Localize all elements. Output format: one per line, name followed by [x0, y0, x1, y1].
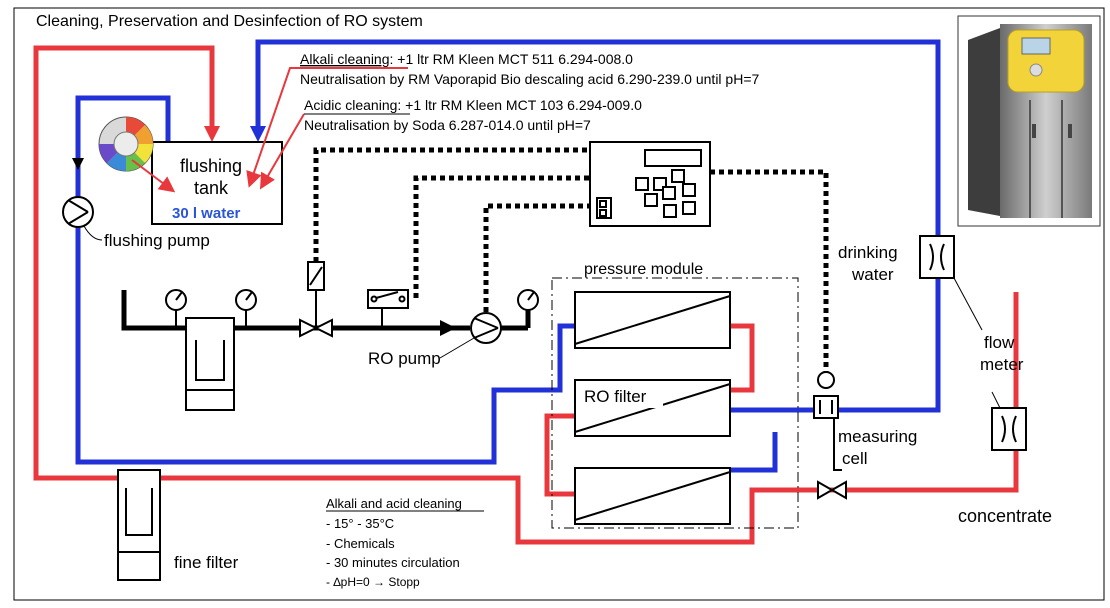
drinking-water-label-2: water — [851, 265, 894, 284]
feed-arrow — [440, 320, 456, 336]
acidic-neutralisation: Neutralisation by Soda 6.287-014.0 until… — [304, 117, 591, 133]
fine-filter-label: fine filter — [174, 553, 239, 572]
diagram-title: Cleaning, Preservation and Desinfection … — [36, 13, 423, 30]
flushing-tank-label-2: tank — [194, 178, 229, 198]
alkali-note: Alkali cleaning: +1 ltr RM Kleen MCT 511… — [300, 51, 633, 67]
cleaning-item: - 30 minutes circulation — [326, 555, 460, 570]
ro-pump-leader — [440, 338, 474, 358]
measuring-cell — [814, 372, 842, 470]
ro-filter-label: RO filter — [584, 387, 647, 406]
measuring-cell-label-2: cell — [842, 449, 868, 468]
drinking-water-label-1: drinking — [838, 243, 898, 262]
pressure-switch — [368, 290, 408, 328]
alkali-chemical: : +1 ltr RM Kleen MCT 511 6.294-008.0 — [390, 51, 634, 67]
concentrate-label: concentrate — [958, 506, 1052, 526]
acidic-heading: Acidic cleaning — [304, 97, 397, 113]
pressure-module-label: pressure module — [584, 261, 703, 278]
flow-meter-drinking — [920, 236, 954, 278]
red-link-upper — [730, 326, 752, 390]
cleaning-item: - ∆pH=0 → Stopp — [326, 575, 420, 589]
flow-meter-label-1: flow — [984, 333, 1015, 352]
alkali-heading: Alkali cleaning — [300, 51, 390, 67]
ph-indicator-strips-icon — [99, 117, 153, 171]
water-volume-label: 30 l water — [172, 205, 241, 222]
flushing-pump-leader — [84, 226, 102, 240]
controller-unit — [590, 142, 710, 226]
blue-arrow-into-tank — [250, 126, 266, 142]
flushing-pump-icon — [63, 197, 93, 227]
ro-pump-icon — [471, 313, 501, 343]
red-link-lower — [547, 416, 575, 494]
solenoid-valve — [300, 262, 332, 336]
concentrate-valve — [818, 482, 846, 498]
blue-link-lower — [730, 432, 775, 470]
red-arrow-into-tank — [204, 126, 220, 142]
flow-arrow-down — [72, 158, 84, 170]
flushing-tank-label-1: flushing — [180, 156, 242, 176]
cleaning-info-box: Alkali and acid cleaning - 15° - 35°C - … — [326, 496, 484, 589]
acidic-chemical: : +1 ltr RM Kleen MCT 103 6.294-009.0 — [397, 97, 642, 113]
acidic-note: Acidic cleaning: +1 ltr RM Kleen MCT 103… — [304, 97, 642, 113]
flow-meter-label-2: meter — [980, 355, 1024, 374]
alkali-neutralisation: Neutralisation by RM Vaporapid Bio desca… — [300, 71, 760, 87]
flow-meter-concentrate — [992, 408, 1026, 450]
ro-machine-photo — [958, 16, 1100, 226]
cleaning-item: - 15° - 35°C — [326, 516, 394, 531]
cleaning-heading: Alkali and acid cleaning — [326, 496, 462, 511]
flushing-pump-label: flushing pump — [104, 231, 210, 250]
fine-filter-housing — [118, 470, 160, 580]
ro-pump-label: RO pump — [368, 349, 441, 368]
measuring-cell-label-1: measuring — [838, 427, 917, 446]
cleaning-item: - Chemicals — [326, 536, 395, 551]
pre-filter-housing — [186, 318, 234, 410]
